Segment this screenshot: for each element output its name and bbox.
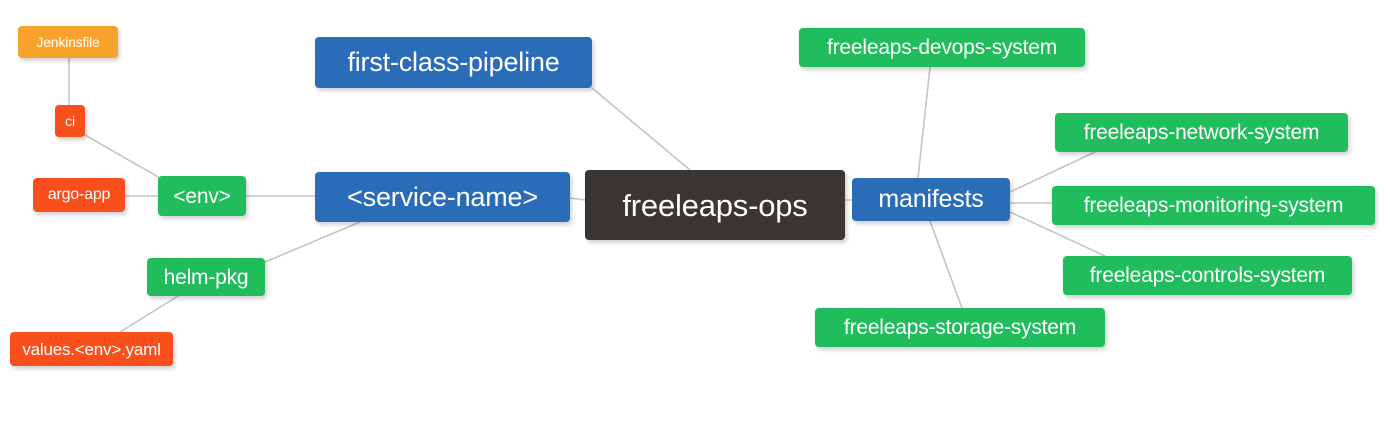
node-label-service-name: <service-name> <box>347 181 538 212</box>
edge-first-class-pipeline-to-freeleaps-ops <box>591 87 691 171</box>
node-label-values-env-yaml: values.<env>.yaml <box>22 339 161 359</box>
edge-ci-to-env <box>84 134 161 179</box>
node-label-argo-app: argo-app <box>47 186 111 203</box>
node-label-helm-pkg: helm-pkg <box>163 265 249 289</box>
edge-values-env-yaml-to-helm-pkg <box>119 295 179 333</box>
node-env[interactable]: <env> <box>158 176 246 216</box>
node-label-freeleaps-ops: freeleaps-ops <box>622 187 808 223</box>
node-label-env: <env> <box>173 184 231 208</box>
node-freeleaps-controls-system[interactable]: freeleaps-controls-system <box>1063 256 1352 295</box>
edge-helm-pkg-to-service-name <box>264 221 361 263</box>
node-values-env-yaml[interactable]: values.<env>.yaml <box>10 332 173 366</box>
node-freeleaps-devops-system[interactable]: freeleaps-devops-system <box>799 28 1085 67</box>
node-label-manifests: manifests <box>878 185 984 213</box>
node-freeleaps-ops[interactable]: freeleaps-ops <box>585 170 845 240</box>
node-argo-app[interactable]: argo-app <box>33 178 125 212</box>
node-first-class-pipeline[interactable]: first-class-pipeline <box>315 37 592 88</box>
edge-manifests-to-freeleaps-devops-system <box>917 66 931 179</box>
node-helm-pkg[interactable]: helm-pkg <box>147 258 265 296</box>
node-jenkinsfile[interactable]: Jenkinsfile <box>18 26 118 58</box>
node-label-freeleaps-storage-system: freeleaps-storage-system <box>843 316 1077 339</box>
node-label-freeleaps-network-system: freeleaps-network-system <box>1083 121 1320 144</box>
node-label-freeleaps-devops-system: freeleaps-devops-system <box>827 36 1057 59</box>
node-label-first-class-pipeline: first-class-pipeline <box>347 47 560 77</box>
node-manifests[interactable]: manifests <box>852 178 1010 221</box>
node-label-freeleaps-monitoring-system: freeleaps-monitoring-system <box>1083 194 1344 217</box>
node-label-ci: ci <box>65 113 75 129</box>
node-freeleaps-network-system[interactable]: freeleaps-network-system <box>1055 113 1348 152</box>
node-service-name[interactable]: <service-name> <box>315 172 570 222</box>
edge-service-name-to-freeleaps-ops <box>569 197 586 201</box>
edge-manifests-to-freeleaps-storage-system <box>929 220 963 309</box>
node-ci[interactable]: ci <box>55 105 85 137</box>
node-label-freeleaps-controls-system: freeleaps-controls-system <box>1089 264 1326 287</box>
node-freeleaps-storage-system[interactable]: freeleaps-storage-system <box>815 308 1105 347</box>
node-freeleaps-monitoring-system[interactable]: freeleaps-monitoring-system <box>1052 186 1375 225</box>
node-label-jenkinsfile: Jenkinsfile <box>36 34 100 50</box>
